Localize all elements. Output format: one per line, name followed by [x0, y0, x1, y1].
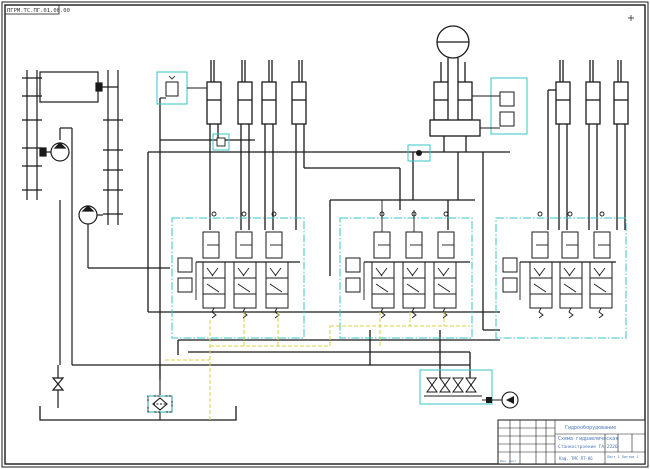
cylinder-icon	[291, 81, 307, 125]
corner-mark	[628, 15, 634, 21]
cylinder-group-left	[206, 60, 310, 230]
cylinder-icon	[613, 81, 629, 125]
motor-icon	[39, 71, 99, 103]
cylinder-icon	[261, 81, 277, 125]
title-block-title: Схема гидравлическая	[558, 436, 618, 442]
cylinder-group-center	[429, 25, 481, 230]
throttle-valve-center	[407, 144, 431, 162]
distributor-group-left	[171, 211, 305, 339]
cylinder-icon	[206, 81, 222, 125]
pressure-valve-left	[156, 71, 207, 105]
distributor-group-center	[339, 200, 473, 339]
cylinder-group-right	[547, 60, 629, 230]
filter-assembly	[147, 380, 173, 420]
cylinder-icon	[433, 81, 449, 121]
check-valve-icon	[439, 377, 451, 393]
title-block-designation: Станкостроение ГА-2226	[558, 444, 618, 450]
check-valve-icon	[452, 377, 464, 393]
main-lines	[72, 98, 510, 380]
valve-manifold	[419, 369, 519, 409]
throttle-valve-left	[212, 133, 230, 151]
cylinder-icon	[555, 81, 571, 125]
inner-frame	[4, 4, 646, 465]
check-valve-icon	[465, 377, 477, 393]
cylinder-icon	[237, 81, 253, 125]
drain-lines	[165, 312, 470, 420]
cylinder-icon	[585, 81, 601, 125]
title-block-sheet-info: Лист 1 Листов 1	[607, 455, 639, 459]
power-unit	[22, 70, 170, 408]
corner-stamp: ПГРМ.ТС.ПГ.01.00.00	[4, 4, 70, 15]
corner-stamp-text: ПГРМ.ТС.ПГ.01.00.00	[7, 8, 70, 14]
distributor-group-right	[495, 211, 627, 339]
tank	[39, 406, 237, 421]
title-block: Схема гидравлическая Гидрооборудование С…	[497, 419, 646, 465]
title-block-small-left: Изм. Лист	[500, 459, 516, 463]
title-block-org: Каф. ТМС ЛТ-06	[559, 456, 593, 461]
pressure-valve-center	[472, 77, 528, 135]
cylinder-icon	[457, 81, 473, 121]
check-valve-icon	[426, 377, 438, 393]
check-valve-icon	[51, 377, 65, 391]
title-block-subtitle: Гидрооборудование	[565, 424, 616, 431]
